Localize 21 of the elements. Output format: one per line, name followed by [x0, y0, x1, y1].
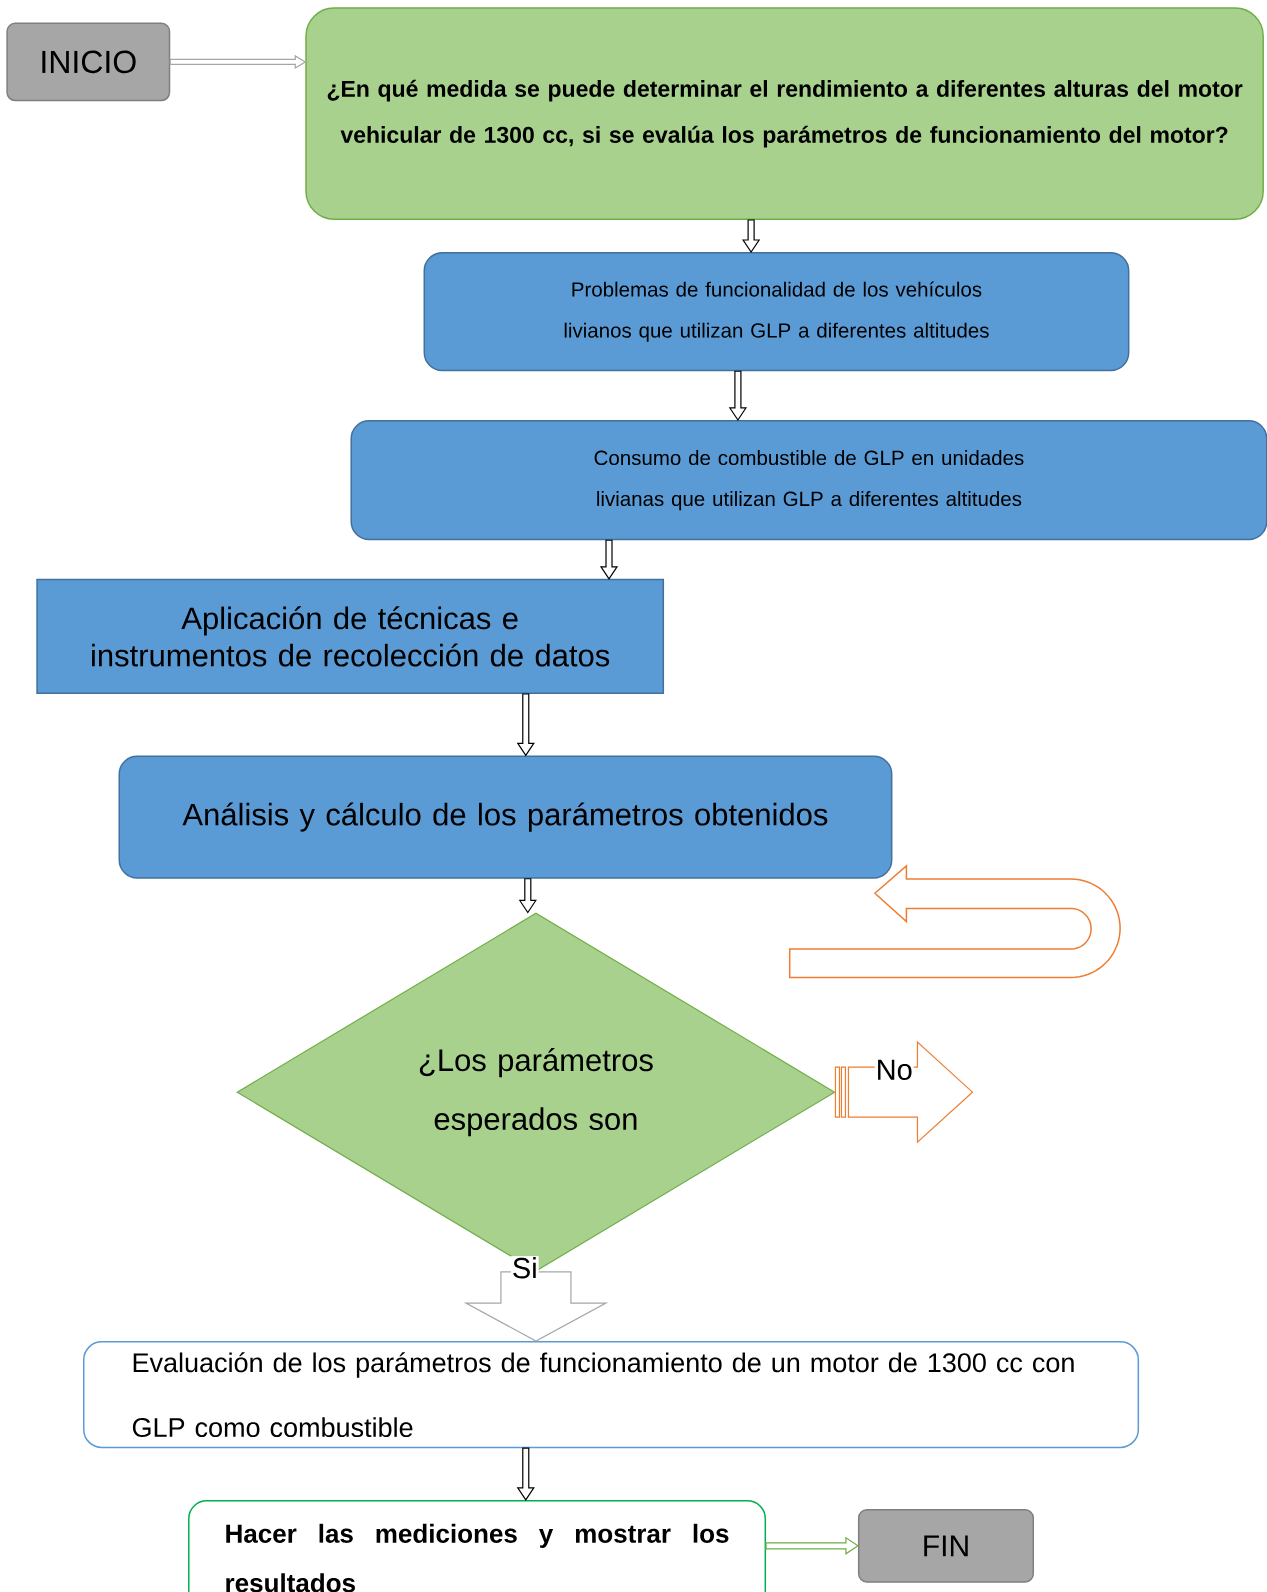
process-box: Análisis y cálculo de los parámetros obtenidos: [118, 755, 893, 879]
arrow: [728, 370, 748, 422]
arrow: [599, 539, 619, 580]
arrow: [463, 1271, 609, 1342]
process-box: Problemas de funcionalidad de los vehículos livianos que utilizan GLP a diferentes altitudes: [423, 252, 1130, 372]
process-box: Consumo de combustible de GLP en unidades livianas que utilizan GLP a diferentes altitudes: [350, 419, 1267, 541]
start-box: INICIO: [6, 22, 171, 102]
edge-label: No: [874, 1058, 914, 1081]
arrow: [169, 54, 307, 69]
arrow: [518, 878, 537, 914]
process-box: Evaluación de los parámetros de funcionamiento de un motor de 1300 cc con GLP como combustible: [83, 1341, 1140, 1449]
process-box: Aplicación de técnicas e instrumentos de recolección de datos: [36, 578, 665, 694]
process-box: Hacer las mediciones y mostrar los resultados: [188, 1499, 767, 1592]
arrow: [834, 1040, 974, 1144]
edge-label: Si: [510, 1256, 539, 1280]
arrow: [765, 1536, 860, 1555]
arrow: [516, 693, 535, 757]
arrow: [742, 219, 761, 254]
end-box: FIN: [857, 1509, 1035, 1583]
question-box: ¿En qué medida se puede determinar el rendimiento a diferentes alturas del motor vehicular de 1300 cc, si se evalúa los parámetros de funcionamiento del motor?: [305, 7, 1264, 220]
arrow: [516, 1447, 535, 1502]
